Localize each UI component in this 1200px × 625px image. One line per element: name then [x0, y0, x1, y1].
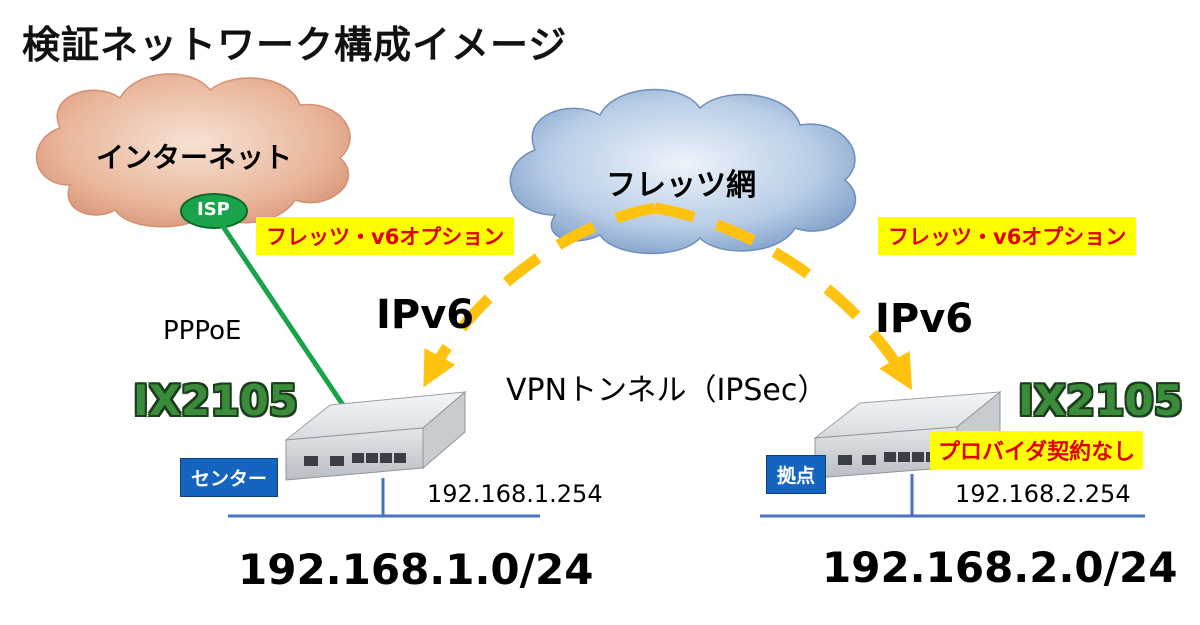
option-label-right: フレッツ・v6オプション [878, 217, 1137, 255]
isp-badge [180, 193, 248, 229]
pppoe-label: PPPoE [163, 316, 242, 346]
branch-subnet-label: 192.168.2.0/24 [822, 543, 1178, 592]
center-ip-label: 192.168.1.254 [427, 480, 603, 508]
tunnel-arrow-left [423, 202, 656, 388]
vpn-tunnel-label: VPNトンネル（IPSec） [506, 373, 828, 408]
center-router-icon [284, 390, 467, 481]
flets-cloud [509, 88, 857, 255]
center-model-label: IX2105 [133, 376, 298, 425]
branch-ip-label: 192.168.2.254 [955, 480, 1131, 508]
tunnel-arrow-right [654, 202, 913, 391]
center-role-badge: センター [180, 458, 279, 497]
ipv6-label-right: IPv6 [875, 296, 974, 342]
branch-lan-line [760, 474, 1145, 518]
center-lan-line [228, 478, 540, 518]
option-label-left: フレッツ・v6オプション [256, 217, 515, 255]
branch-model-label: IX2105 [1018, 376, 1183, 425]
flets-label: フレッツ網 [606, 168, 756, 203]
branch-role-badge: 拠点 [766, 455, 827, 494]
center-subnet-label: 192.168.1.0/24 [238, 545, 594, 594]
pppoe-line [219, 223, 348, 410]
internet-cloud [35, 73, 351, 228]
ipv6-label-left: IPv6 [376, 292, 475, 338]
isp-label: ISP [197, 199, 230, 220]
branch-note-badge: プロバイダ契約なし [930, 431, 1144, 469]
internet-label: インターネット [96, 141, 293, 174]
page-title: 検証ネットワーク構成イメージ [22, 23, 568, 67]
